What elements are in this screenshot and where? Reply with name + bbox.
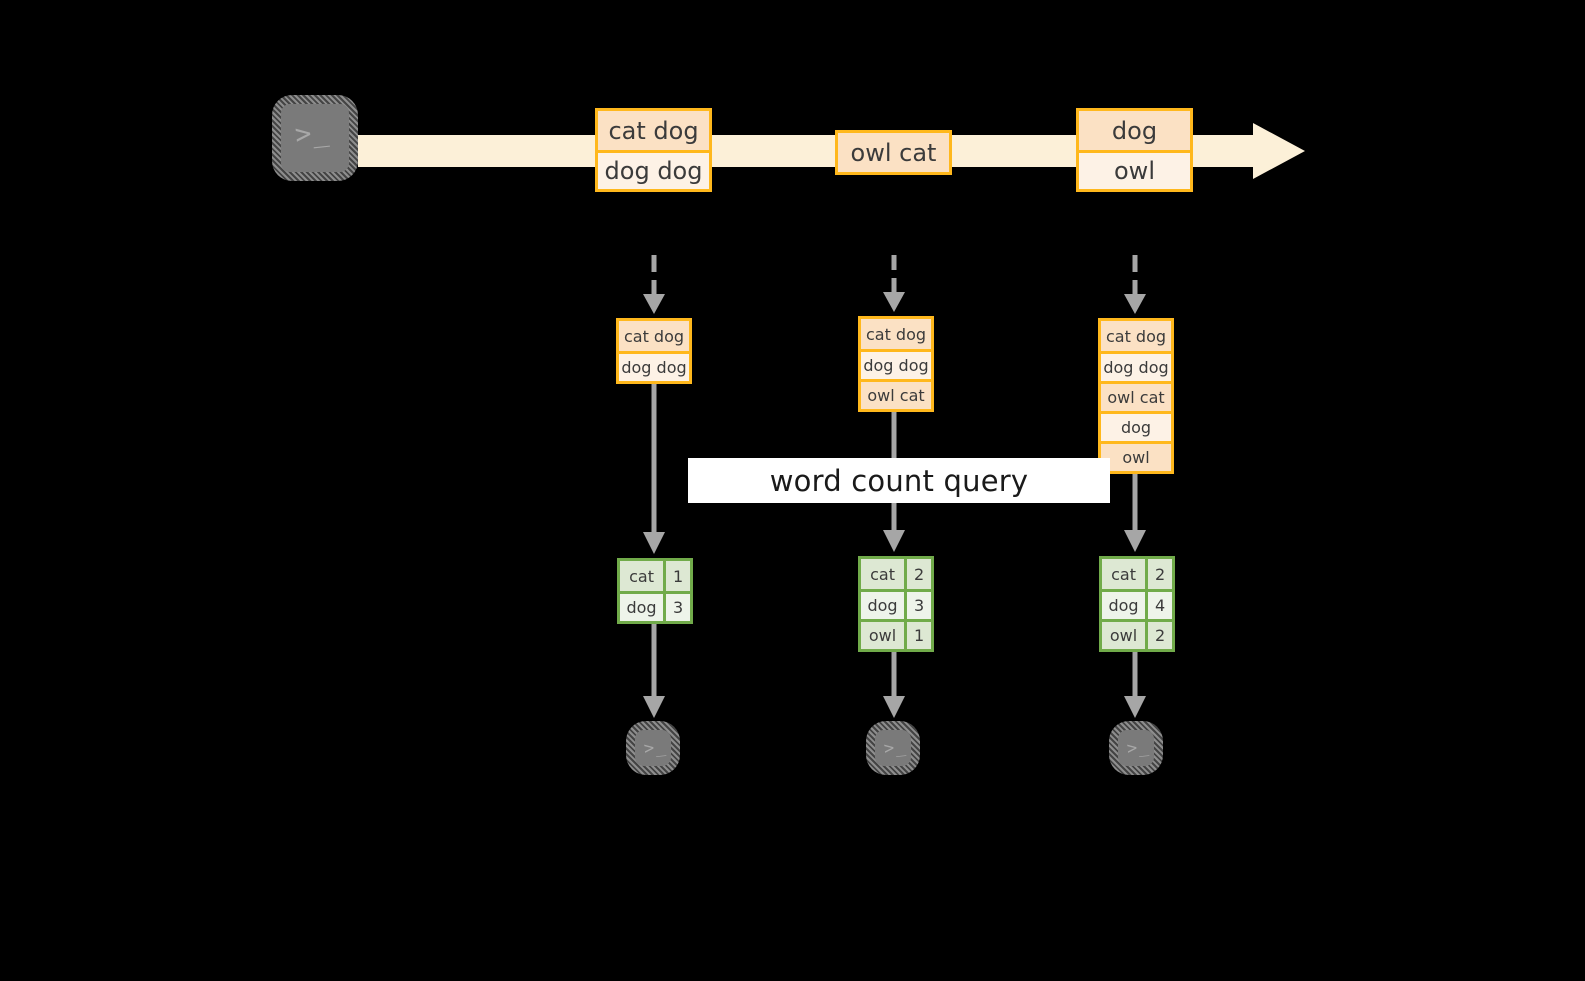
result-word: dog — [861, 592, 908, 619]
stream-event-line: dog dog — [598, 150, 709, 189]
result-table-row: dog 4 — [1102, 589, 1172, 619]
result-table-row: cat 2 — [1102, 559, 1172, 589]
terminal-prompt-glyph: >_ — [882, 736, 908, 760]
stream-arrow-band — [358, 123, 1305, 179]
terminal-prompt-glyph: >_ — [1125, 736, 1151, 760]
terminal-screen — [875, 730, 911, 766]
terminal-screen — [281, 104, 349, 172]
result-count: 3 — [666, 594, 690, 621]
stream-event-3[interactable]: dog owl — [1076, 108, 1193, 192]
result-word: cat — [620, 561, 667, 591]
trigger-tick-arrows — [651, 255, 1138, 296]
terminal-screen — [1118, 730, 1154, 766]
trigger-1-input-table[interactable]: cat dog dog dog — [616, 318, 692, 384]
result-table-row: cat 2 — [861, 559, 931, 589]
trigger-2-input-table[interactable]: cat dog dog dog owl cat — [858, 316, 934, 412]
input-table-row: cat dog — [1101, 321, 1171, 351]
result-table-row: owl 2 — [1102, 619, 1172, 649]
sink-flow-arrows — [651, 622, 1138, 698]
input-table-row: cat dog — [861, 319, 931, 349]
source-terminal-icon[interactable]: >_ — [272, 95, 358, 181]
trigger-2-result-table[interactable]: cat 2 dog 3 owl 1 — [858, 556, 934, 652]
result-word: cat — [1102, 559, 1149, 589]
input-table-row: owl cat — [861, 379, 931, 409]
trigger-3-input-table[interactable]: cat dog dog dog owl cat dog owl — [1098, 318, 1174, 474]
input-table-row: dog dog — [619, 351, 689, 381]
stream-event-line: cat dog — [598, 111, 709, 150]
result-count: 1 — [666, 561, 690, 591]
result-table-row: dog 3 — [620, 591, 690, 621]
stream-event-line: owl cat — [838, 133, 949, 172]
stream-event-1[interactable]: cat dog dog dog — [595, 108, 712, 192]
stream-event-line: dog — [1079, 111, 1190, 150]
input-table-row: owl — [1101, 441, 1171, 471]
input-table-row: dog dog — [1101, 351, 1171, 381]
sink-flow-arrowheads — [643, 696, 1146, 718]
result-table-row: dog 3 — [861, 589, 931, 619]
trigger-1-sink-terminal-icon[interactable]: >_ — [626, 721, 680, 775]
trigger-2-sink-terminal-icon[interactable]: >_ — [866, 721, 920, 775]
result-count: 2 — [1148, 559, 1172, 589]
terminal-screen — [635, 730, 671, 766]
query-label-text: word count query — [769, 463, 1029, 498]
terminal-prompt-glyph: >_ — [293, 116, 332, 151]
trigger-3-sink-terminal-icon[interactable]: >_ — [1109, 721, 1163, 775]
result-count: 4 — [1148, 592, 1172, 619]
input-table-row: owl cat — [1101, 381, 1171, 411]
query-label-banner: word count query — [688, 458, 1110, 503]
result-word: cat — [861, 559, 908, 589]
result-count: 3 — [907, 592, 931, 619]
result-table-row: owl 1 — [861, 619, 931, 649]
input-table-row: cat dog — [619, 321, 689, 351]
result-table-row: cat 1 — [620, 561, 690, 591]
trigger-tick-arrowheads — [643, 292, 1146, 314]
result-count: 1 — [907, 622, 931, 649]
trigger-1-result-table[interactable]: cat 1 dog 3 — [617, 558, 693, 624]
trigger-3-result-table[interactable]: cat 2 dog 4 owl 2 — [1099, 556, 1175, 652]
result-count: 2 — [1148, 622, 1172, 649]
input-table-row: dog dog — [861, 349, 931, 379]
result-word: dog — [1102, 592, 1149, 619]
result-word: owl — [861, 622, 908, 649]
query-flow-arrowheads — [643, 530, 1146, 554]
input-table-row: dog — [1101, 411, 1171, 441]
result-word: dog — [620, 594, 667, 621]
stream-event-2[interactable]: owl cat — [835, 130, 952, 175]
result-word: owl — [1102, 622, 1149, 649]
stream-event-line: owl — [1079, 150, 1190, 189]
result-count: 2 — [907, 559, 931, 589]
terminal-prompt-glyph: >_ — [642, 736, 668, 760]
